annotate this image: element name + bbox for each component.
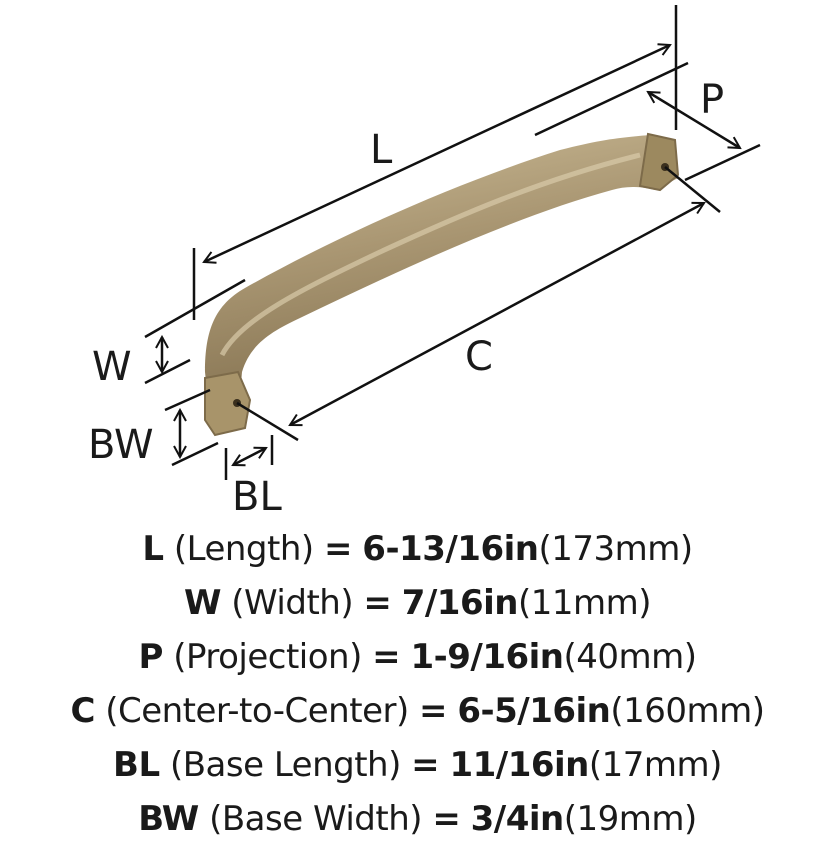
spec-metric: (173mm) [538, 529, 693, 569]
spec-equals: = [411, 745, 440, 785]
spec-row-center-to-center: C (Center-to-Center) = 6-5/16in(160mm) [0, 684, 835, 738]
spec-equals: = [323, 529, 353, 569]
spec-metric: (17mm) [588, 745, 723, 785]
spec-code: BL [113, 745, 160, 785]
spec-imperial: 6-5/16in [457, 691, 611, 731]
spec-code: L [142, 529, 164, 569]
spec-row-base-length: BL (Base Length) = 11/16in(17mm) [0, 738, 835, 792]
label-base-width: BW [88, 422, 154, 468]
spec-imperial: 7/16in [401, 583, 519, 623]
spec-row-length: L (Length) = 6-13/16in(173mm) [0, 522, 835, 576]
label-width: W [92, 344, 132, 390]
spec-name: (Base Length) [169, 745, 401, 785]
spec-equals: = [432, 799, 461, 839]
spec-metric: (11mm) [517, 583, 652, 623]
spec-code: C [70, 691, 95, 731]
spec-code: W [183, 583, 222, 623]
spec-imperial: 6-13/16in [362, 529, 539, 569]
dimension-lines [144, 5, 761, 480]
spec-metric: (160mm) [610, 691, 765, 731]
spec-row-projection: P (Projection) = 1-9/16in(40mm) [0, 630, 835, 684]
spec-name: (Width) [231, 583, 354, 623]
spec-equals: = [372, 637, 401, 677]
spec-name: (Projection) [173, 637, 362, 677]
handle-dimension-diagram: L P C W BW BL [88, 5, 761, 520]
spec-code: BW [138, 799, 199, 839]
spec-code: P [138, 637, 163, 677]
spec-name: (Base Width) [209, 799, 423, 839]
spec-imperial: 3/4in [470, 799, 565, 839]
spec-imperial: 11/16in [449, 745, 589, 785]
spec-name: (Length) [173, 529, 314, 569]
spec-list: L (Length) = 6-13/16in(173mm) W (Width) … [0, 522, 835, 846]
spec-equals: = [419, 691, 448, 731]
spec-metric: (19mm) [563, 799, 698, 839]
spec-row-width: W (Width) = 7/16in(11mm) [0, 576, 835, 630]
cabinet-pull-handle [204, 132, 680, 437]
label-projection: P [700, 77, 724, 123]
spec-equals: = [363, 583, 392, 623]
label-length: L [370, 127, 393, 173]
spec-metric: (40mm) [563, 637, 698, 677]
spec-row-base-width: BW (Base Width) = 3/4in(19mm) [0, 792, 835, 846]
label-center-to-center: C [465, 334, 493, 380]
spec-name: (Center-to-Center) [105, 691, 409, 731]
spec-imperial: 1-9/16in [410, 637, 564, 677]
label-base-length: BL [232, 474, 282, 520]
